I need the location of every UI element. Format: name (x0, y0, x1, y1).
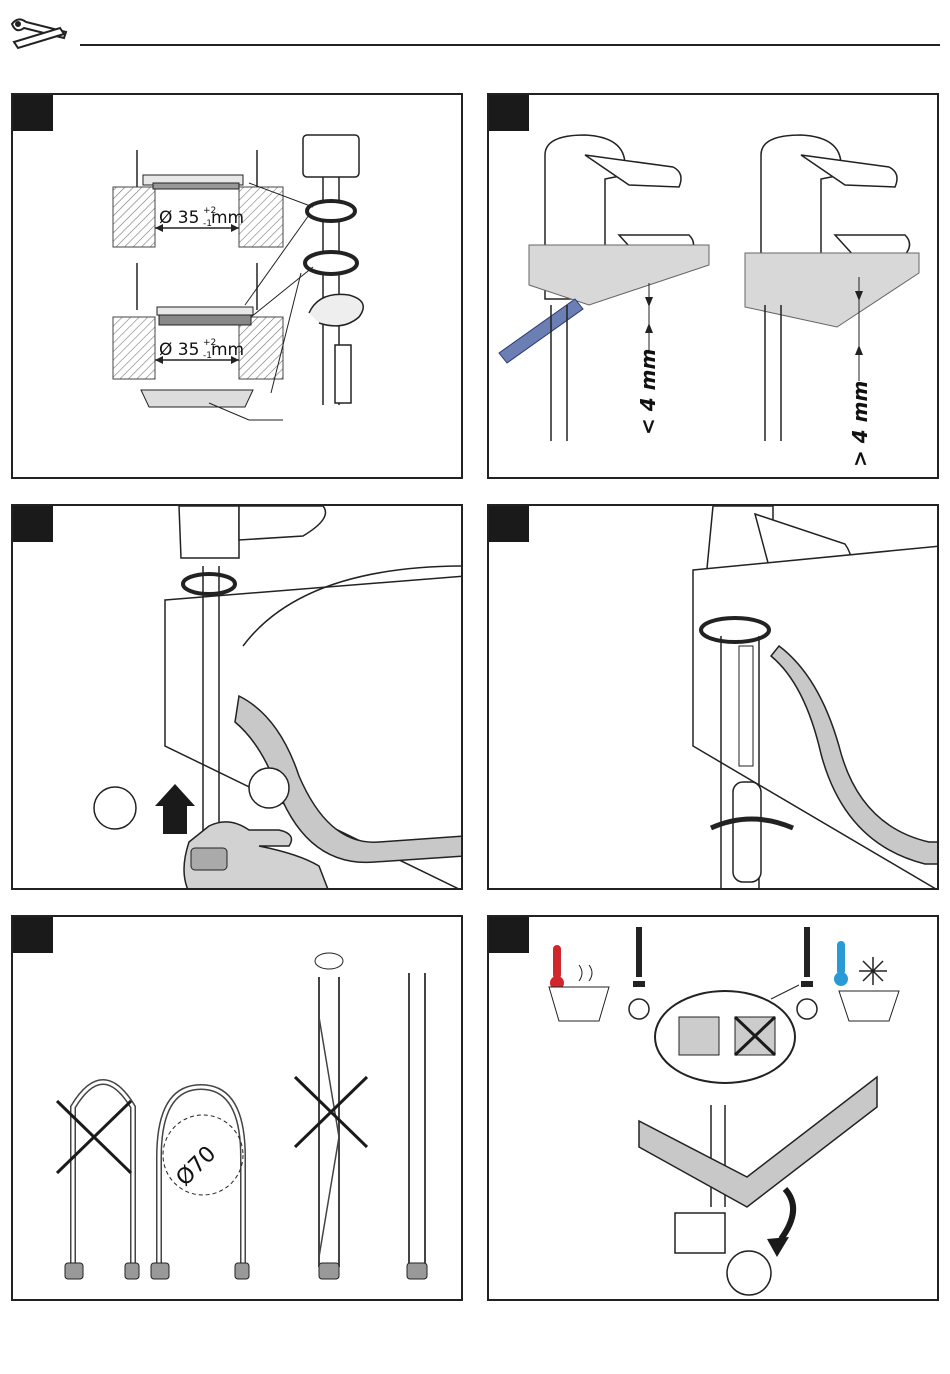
dimension-bottom-label: Ø 35 (159, 340, 199, 360)
step-panel-1: Ø 35 +2 -1 mm Ø 35 +2 -1 mm (11, 93, 463, 479)
rotate-arrow-icon (781, 1189, 793, 1239)
screwdriver-icon (733, 782, 761, 882)
step-panel-6 (487, 915, 939, 1301)
gap-check-illustration: < 4 mm > 4 mm (489, 95, 939, 479)
dimension-top-label: Ø 35 (159, 208, 199, 228)
step-circle-left (94, 787, 136, 829)
thermometer-hot-icon (549, 945, 609, 1021)
gap-large-label: > 4 mm (848, 381, 872, 467)
up-arrow-icon (155, 784, 195, 834)
mounting-illustration (13, 506, 463, 890)
header-rule (80, 44, 940, 46)
hose-bending-illustration: Ø70 (13, 917, 463, 1301)
step-panel-2: < 4 mm > 4 mm (487, 93, 939, 479)
gap-small-label: < 4 mm (636, 349, 660, 435)
countersink-illustration: Ø 35 +2 -1 mm Ø 35 +2 -1 mm (13, 95, 463, 479)
step-panel-4 (487, 504, 939, 890)
bend-diameter-label: Ø70 (172, 1142, 222, 1192)
tightening-illustration (489, 506, 939, 890)
step-panel-3 (11, 504, 463, 890)
connection-illustration (489, 917, 939, 1301)
rotate-arrow-icon (315, 953, 343, 969)
step-circle-right (249, 768, 289, 808)
unit-top-label: mm (211, 208, 244, 228)
thermometer-cold-snowflake-icon (834, 941, 899, 1021)
unit-bottom-label: mm (211, 340, 244, 360)
wrench-screwdriver-icon (8, 12, 72, 52)
step-panel-5: Ø70 (11, 915, 463, 1301)
